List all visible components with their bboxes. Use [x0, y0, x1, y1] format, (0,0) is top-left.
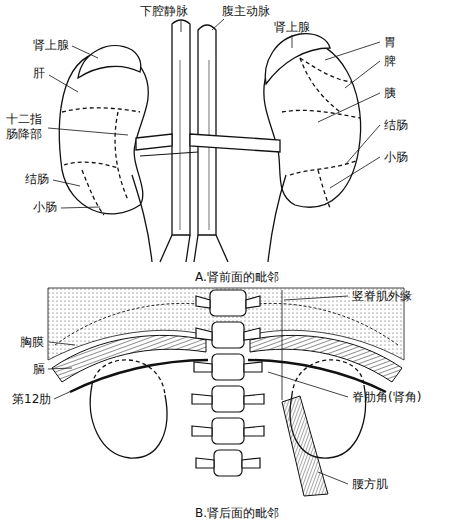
part-label: 胰 — [384, 86, 396, 100]
part-label: 胃 — [384, 35, 396, 49]
figure-caption: B.肾后面的毗邻 — [195, 506, 279, 520]
part-label: 结肠 — [25, 172, 49, 186]
part-label: 下腔静脉 — [140, 4, 188, 18]
part-label: 竖脊肌外缘 — [352, 289, 412, 303]
part-label: 小肠 — [384, 150, 408, 164]
part-label: 肝 — [33, 66, 45, 80]
part-label: 结肠 — [384, 118, 408, 132]
part-label: 膈 — [33, 362, 45, 376]
part-label: 腹主动脉 — [222, 4, 270, 18]
part-label: 腰方肌 — [352, 477, 388, 491]
part-label: 第12肋 — [12, 392, 51, 406]
part-label: 肾上腺 — [274, 20, 310, 34]
part-label: 小肠 — [33, 200, 57, 214]
part-label: 脊肋角(肾角) — [352, 390, 421, 404]
part-label: 肾上腺 — [33, 38, 69, 52]
figure-caption: A.肾前面的毗邻 — [195, 270, 279, 284]
part-label: 十二指 肠降部 — [6, 112, 44, 142]
part-label: 脾 — [384, 54, 396, 68]
part-label: 胸膜 — [20, 335, 44, 349]
